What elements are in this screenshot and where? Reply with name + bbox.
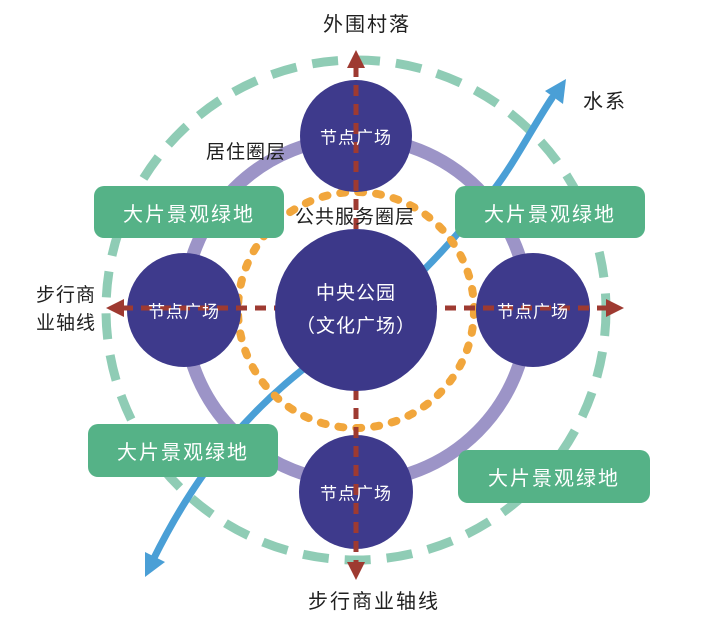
green-space-top-left: 大片景观绿地 <box>94 186 284 238</box>
axis-arrowhead-right-icon <box>606 299 624 317</box>
node-plaza-label-top: 节点广场 <box>320 128 392 148</box>
green-space-bottom-left: 大片景观绿地 <box>88 424 278 477</box>
axis-arrowhead-down-icon <box>347 562 365 580</box>
label-water-system: 水系 <box>583 91 627 113</box>
label-pedestrian-axis-bottom: 步行商业轴线 <box>308 591 440 613</box>
green-space-label: 大片景观绿地 <box>484 203 616 226</box>
central-park-line2: （文化广场） <box>295 316 416 337</box>
label-pedestrian-axis-left: 步行商 业轴线 <box>36 282 96 337</box>
node-plaza-label-left: 节点广场 <box>148 302 220 322</box>
node-plaza-label-bottom: 节点广场 <box>320 484 392 504</box>
label-pedestrian-axis-left-line2: 业轴线 <box>36 312 97 334</box>
label-residential-ring: 居住圈层 <box>206 142 287 163</box>
central-park-circle: 中央公园 （文化广场） <box>275 229 437 391</box>
green-space-label: 大片景观绿地 <box>488 468 620 490</box>
water-arrowhead-bottom-icon <box>145 552 165 577</box>
green-space-label: 大片景观绿地 <box>117 442 249 464</box>
axis-arrowhead-up-icon <box>347 50 365 68</box>
label-outer-villages: 外围村落 <box>323 14 411 36</box>
central-park-line1: 中央公园 <box>315 282 396 304</box>
green-space-label: 大片景观绿地 <box>123 203 255 226</box>
label-pedestrian-axis-left-line1: 步行商 <box>36 285 97 306</box>
green-space-bottom-right: 大片景观绿地 <box>458 450 650 503</box>
node-plaza-label-right: 节点广场 <box>497 302 569 322</box>
green-space-top-right: 大片景观绿地 <box>455 186 645 238</box>
label-public-service-ring: 公共服务圈层 <box>295 207 416 228</box>
water-arrowhead-top-icon <box>545 79 566 104</box>
axis-arrowhead-left-icon <box>106 299 124 317</box>
